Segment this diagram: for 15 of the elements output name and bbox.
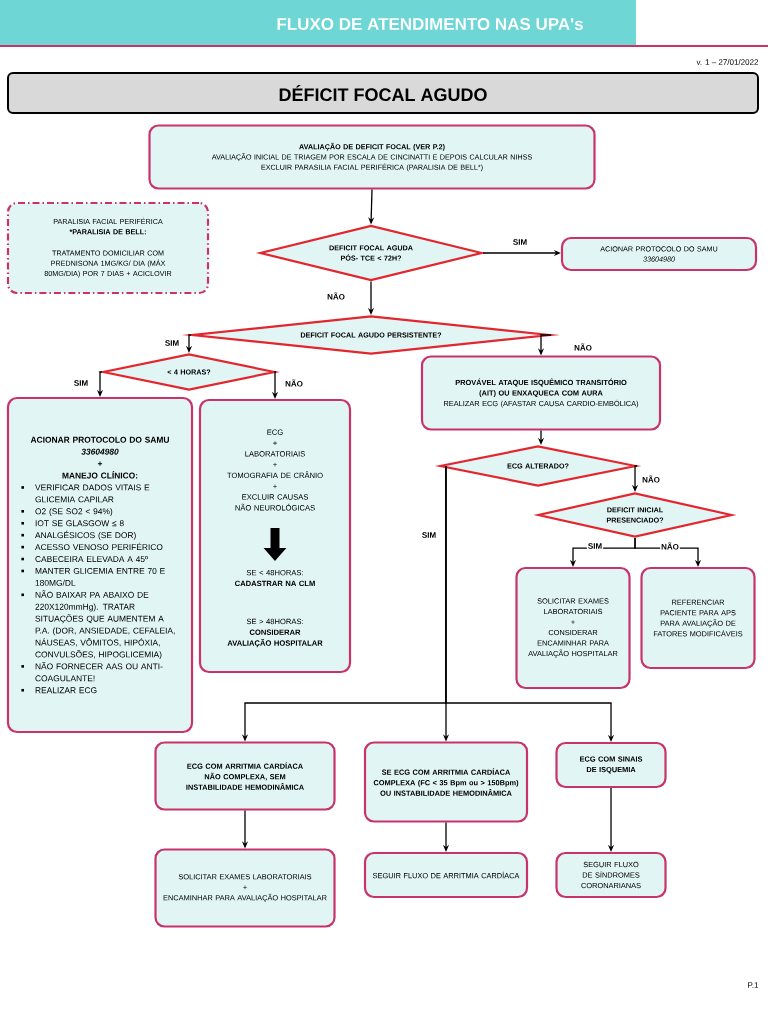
edge-label: NÃO: [573, 342, 593, 352]
header-title: FLUXO DE ATENDIMENTO NAS UPA's: [277, 18, 583, 30]
edge-label: SIM: [586, 542, 604, 550]
edge-label: SIM: [163, 339, 181, 347]
title-box: DÉFICIT FOCAL AGUDO: [7, 72, 759, 114]
process-box: ACIONAR PROTOCOLO DO SAMU 33604980 + MANEJO CLÍNICO: VERIFICAR DADOS VITAIS E GLICEMIA CAPILAR O2 (SE SO2 < 94%) IOT SE GLASGOW ≤ 8 ANALGÉSICOS (SE DOR) ACESSO VENOSO PERIFÉRICO CABECEIRA ELEVADA A 45º MANTER GLICEMIA ENTRE 70 E 180MG/DL NÃO BAIXAR PA ABAIXO DE 220X120mmHg). TRATAR SITUAÇÕES QUE AUMENTEM A P.A. (DOR, ANSIEDADE, CEFALEIA, NÁUSEAS, VÔMITOS, HIPÓXIA, CONVULSÕES, HIPOGLICEMIA) NÃO FORNECER AAS OU ANTI-COAGULANTE! REALIZAR ECG: [6, 396, 194, 734]
edge-label: SIM: [511, 238, 529, 246]
edge-label: NÃO: [326, 291, 346, 301]
edge-label: NÃO: [284, 378, 304, 388]
edge-label: SIM: [72, 379, 90, 387]
edge-label: NÃO: [660, 541, 680, 551]
page-number: P.1: [748, 982, 759, 988]
edge-label: SIM: [420, 531, 438, 539]
version-date: v. 1 – 27/01/2022: [696, 59, 759, 65]
edge-label: NÃO: [641, 474, 661, 484]
